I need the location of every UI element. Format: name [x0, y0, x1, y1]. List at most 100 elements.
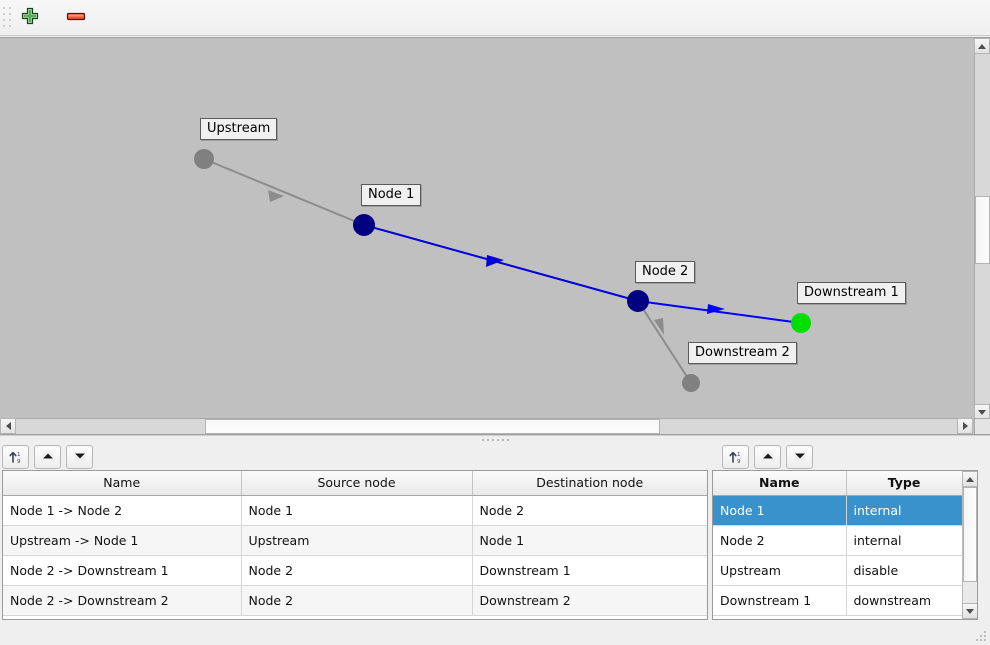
table-row[interactable]: Node 2 internal [713, 525, 977, 556]
graph-label-node2[interactable]: Node 2 [635, 261, 696, 283]
nodes-cell-name[interactable]: Node 2 [713, 525, 847, 556]
graph-horizontal-scroll-thumb[interactable] [205, 419, 660, 434]
graph-label-upstream[interactable]: Upstream [200, 118, 278, 140]
table-row[interactable]: Node 1 internal [713, 495, 977, 526]
links-table: Name Source node Destination node Node 1… [3, 471, 707, 619]
triangle-left-icon [5, 422, 11, 430]
links-cell-source[interactable]: Node 2 [241, 585, 473, 616]
svg-text:1: 1 [17, 452, 21, 458]
table-row[interactable]: Node 2 -> Downstream 2 Node 2 Downstream… [3, 585, 707, 616]
graph-vertical-scrollbar[interactable] [974, 38, 990, 420]
nodes-panel: 1 9 Name Type [710, 443, 990, 620]
sort-ascending-icon: 1 9 [8, 451, 21, 465]
scroll-up-button[interactable] [974, 38, 990, 54]
triangle-up-icon [41, 450, 55, 464]
links-cell-name[interactable]: Node 1 -> Node 2 [3, 495, 242, 526]
nodes-cell-name[interactable]: Upstream [713, 555, 847, 586]
table-row[interactable]: Node 2 -> Downstream 1 Node 2 Downstream… [3, 555, 707, 586]
edge-upstream-node1[interactable] [203, 158, 365, 226]
svg-text:9: 9 [737, 459, 741, 465]
edge-node2-downstream1[interactable] [637, 300, 802, 324]
graph-node-upstream[interactable] [194, 149, 214, 169]
links-cell-name[interactable]: Node 2 -> Downstream 1 [3, 555, 242, 586]
nodes-scroll-thumb[interactable] [963, 487, 977, 582]
table-row[interactable]: Node 1 -> Node 2 Node 1 Node 2 [3, 495, 707, 526]
links-cell-destination[interactable]: Downstream 2 [472, 585, 707, 616]
nodes-cell-type[interactable]: internal [846, 495, 963, 526]
status-bar [0, 623, 990, 645]
nodes-table-header-row: Name Type [713, 471, 977, 496]
links-cell-destination[interactable]: Node 1 [472, 525, 707, 556]
graph-view[interactable]: Upstream Node 1 Node 2 Downstream 1 Down… [0, 37, 990, 435]
graph-node-downstream2[interactable] [682, 374, 700, 392]
panel-splitter[interactable] [0, 435, 990, 443]
nodes-move-down-button[interactable] [786, 444, 813, 469]
window-resize-grip-icon[interactable] [976, 631, 988, 643]
green-plus-icon [20, 6, 40, 29]
links-column-name[interactable]: Name [3, 471, 242, 496]
graph-label-downstream2[interactable]: Downstream 2 [688, 342, 797, 364]
scroll-right-button[interactable] [957, 418, 973, 434]
triangle-right-icon [962, 422, 968, 430]
links-cell-source[interactable]: Upstream [241, 525, 473, 556]
triangle-down-icon [73, 450, 87, 464]
links-sort-button[interactable]: 1 9 [2, 444, 29, 469]
links-cell-destination[interactable]: Node 2 [472, 495, 707, 526]
links-cell-name[interactable]: Node 2 -> Downstream 2 [3, 585, 242, 616]
graph-label-node1[interactable]: Node 1 [361, 184, 422, 206]
scrollbar-corner [974, 418, 990, 434]
nodes-scroll-up-button[interactable] [962, 471, 977, 487]
nodes-panel-toolbar: 1 9 [710, 443, 990, 470]
links-table-header-row: Name Source node Destination node [3, 471, 707, 496]
edge-node1-node2[interactable] [363, 224, 639, 302]
links-cell-destination[interactable]: Downstream 1 [472, 555, 707, 586]
links-table-container[interactable]: Name Source node Destination node Node 1… [2, 470, 708, 620]
splitter-grip-icon [481, 438, 509, 441]
add-button[interactable] [16, 4, 44, 32]
nodes-move-up-button[interactable] [754, 444, 781, 469]
sort-ascending-icon: 1 9 [728, 451, 741, 465]
remove-button[interactable] [62, 4, 90, 32]
nodes-cell-name[interactable]: Downstream 1 [713, 585, 847, 616]
links-cell-source[interactable]: Node 2 [241, 555, 473, 586]
nodes-cell-name[interactable]: Node 1 [713, 495, 847, 526]
links-cell-name[interactable]: Upstream -> Node 1 [3, 525, 242, 556]
nodes-cell-type[interactable]: internal [846, 525, 963, 556]
links-table-empty-row [3, 615, 707, 619]
links-cell-source[interactable]: Node 1 [241, 495, 473, 526]
graph-canvas[interactable] [0, 38, 973, 420]
links-panel-toolbar: 1 9 [0, 443, 710, 470]
empty-cell [472, 615, 707, 619]
table-row[interactable]: Upstream disable [713, 555, 977, 586]
edge-node2-downstream2[interactable] [637, 300, 692, 384]
nodes-cell-type[interactable]: disable [846, 555, 963, 586]
triangle-up-icon [761, 450, 775, 464]
triangle-up-icon [978, 43, 986, 49]
nodes-cell-type[interactable]: downstream [846, 585, 963, 616]
triangle-down-icon [966, 608, 974, 614]
nodes-table-scrollbar[interactable] [962, 471, 977, 619]
red-minus-icon [65, 6, 87, 29]
nodes-scroll-down-button[interactable] [962, 603, 977, 619]
graph-node-downstream1[interactable] [791, 313, 811, 333]
nodes-table-container[interactable]: Name Type Node 1 internal Node 2 interna… [712, 470, 978, 620]
links-move-down-button[interactable] [66, 444, 93, 469]
nodes-column-name[interactable]: Name [713, 471, 847, 496]
links-column-destination[interactable]: Destination node [472, 471, 707, 496]
scroll-left-button[interactable] [0, 418, 16, 434]
empty-cell [241, 615, 472, 619]
nodes-table-empty-row [713, 615, 977, 619]
graph-node-node1[interactable] [353, 214, 375, 236]
graph-horizontal-scrollbar[interactable] [0, 418, 973, 434]
toolbar-drag-handle-icon[interactable] [2, 5, 12, 31]
nodes-sort-button[interactable]: 1 9 [722, 444, 749, 469]
graph-node-node2[interactable] [627, 290, 649, 312]
triangle-down-icon [978, 409, 986, 415]
graph-label-downstream1[interactable]: Downstream 1 [797, 282, 906, 304]
nodes-column-type[interactable]: Type [846, 471, 963, 496]
links-column-source[interactable]: Source node [241, 471, 473, 496]
graph-vertical-scroll-thumb[interactable] [975, 196, 990, 264]
table-row[interactable]: Downstream 1 downstream [713, 585, 977, 616]
links-move-up-button[interactable] [34, 444, 61, 469]
table-row[interactable]: Upstream -> Node 1 Upstream Node 1 [3, 525, 707, 556]
